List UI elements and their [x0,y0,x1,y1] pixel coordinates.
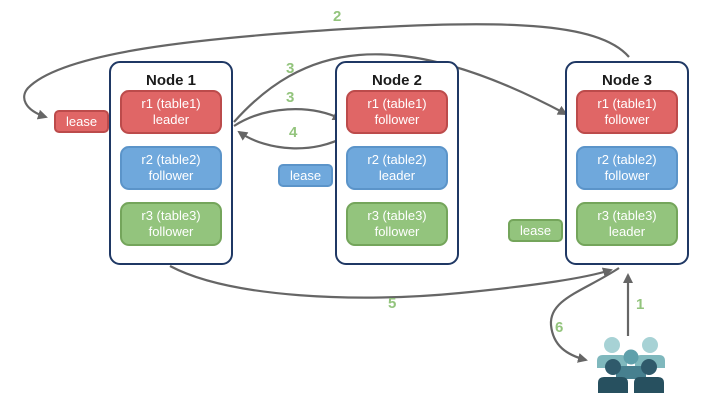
arrow-step-5-node1-to-node3 [169,265,613,299]
node-3-box: Node 3 r1 (table1) follower r2 (table2) … [565,61,689,265]
step-label-5: 5 [388,295,397,312]
node-2-title: Node 2 [371,72,422,89]
lease-tag-r3: lease [508,219,564,242]
user-body-icon [634,377,664,393]
node-2-replica-r3: r3 (table3) follower [346,202,448,246]
step-label-1: 1 [636,296,645,313]
replica-role: follower [374,112,420,127]
user-head-icon [642,337,658,353]
replica-name: r3 (table3) [367,208,427,223]
replica-role: leader [608,224,646,239]
user-body-icon [616,366,646,379]
node-2-replica-r1: r1 (table1) follower [346,90,448,134]
node-1-replica-r1: r1 (table1) leader [120,90,222,134]
node-2-box: Node 2 r1 (table1) follower r2 (table2) … [335,61,459,265]
replica-role: follower [148,224,194,239]
node-3-replica-r3: r3 (table3) leader [576,202,678,246]
step-label-6: 6 [555,319,564,336]
replica-role: follower [148,168,194,183]
step-label-3-upper: 3 [286,60,295,77]
replica-name: r2 (table2) [597,152,657,167]
replica-name: r2 (table2) [141,152,201,167]
user-head-icon [604,337,620,353]
replica-role: leader [378,168,416,183]
replica-name: r2 (table2) [367,152,427,167]
step-label-4: 4 [289,124,298,141]
node-1-replica-r3: r3 (table3) follower [120,202,222,246]
replica-name: r1 (table1) [367,96,427,111]
replica-role: follower [604,112,650,127]
user-head-icon [605,359,621,375]
step-label-3-lower: 3 [286,89,295,106]
node-3-title: Node 3 [601,72,652,89]
replica-role: follower [604,168,650,183]
user-body-icon [598,377,628,393]
lease-tag-r2: lease [278,164,334,187]
node-1-box: Node 1 r1 (table1) leader r2 (table2) fo… [109,61,233,265]
arrow-step-3-node1-to-node2 [233,108,343,127]
node-3-replica-r2: r2 (table2) follower [576,146,678,190]
replica-name: r3 (table3) [141,208,201,223]
replica-role: follower [374,224,420,239]
user-head-icon [641,359,657,375]
lease-tag-r1: lease [54,110,110,133]
node-2-replica-r2: r2 (table2) leader [346,146,448,190]
node-3-replica-r1: r1 (table1) follower [576,90,678,134]
replica-role: leader [152,112,190,127]
replica-name: r1 (table1) [597,96,657,111]
clients-group-icon [597,337,665,393]
replica-name: r3 (table3) [597,208,657,223]
node-1-replica-r2: r2 (table2) follower [120,146,222,190]
node-1-title: Node 1 [145,72,196,89]
user-head-icon [623,349,639,365]
step-label-2: 2 [333,8,342,25]
replica-name: r1 (table1) [141,96,201,111]
